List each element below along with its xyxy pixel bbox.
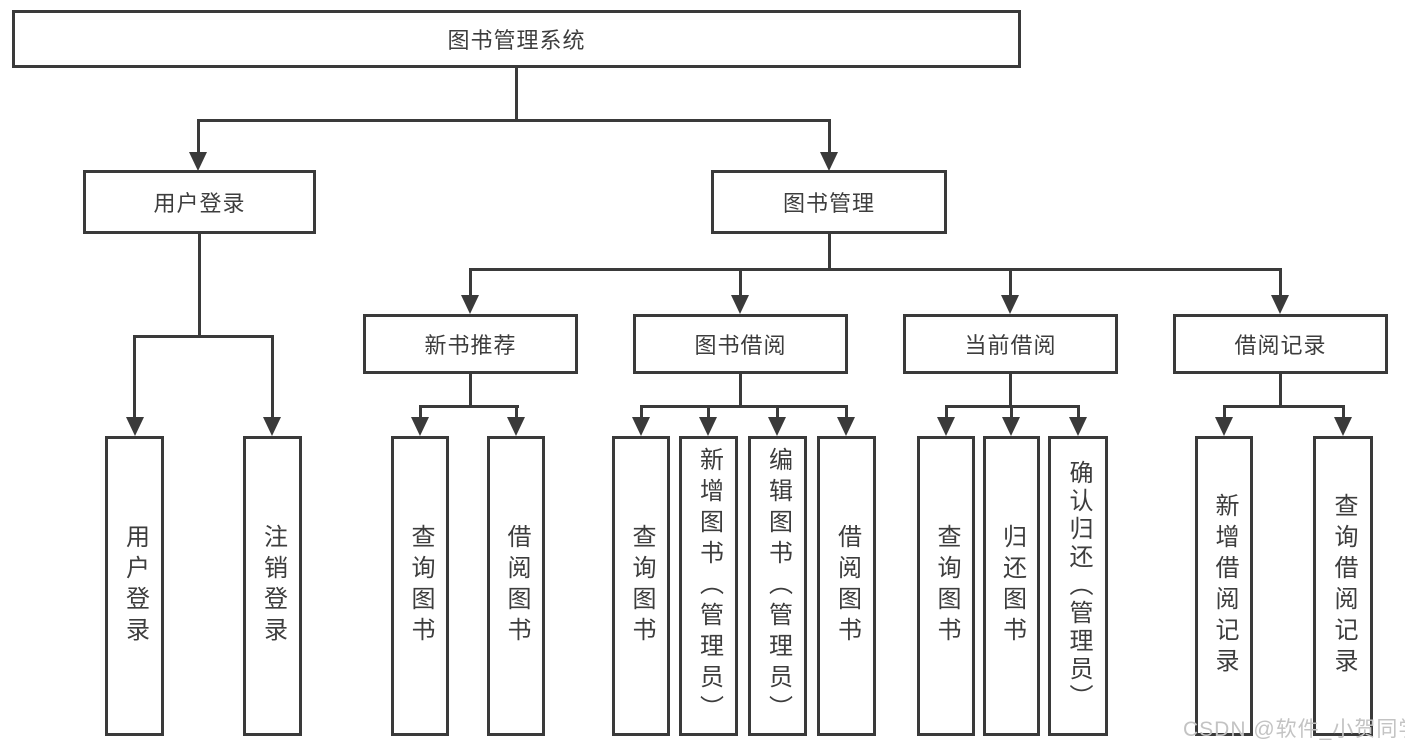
leaf-query-books-current-label: 查询图书 <box>933 524 960 648</box>
arrow-down-icon <box>632 417 650 436</box>
connector-line <box>845 405 848 419</box>
connector-line <box>1279 268 1282 298</box>
connector-line <box>1223 405 1345 408</box>
leaf-return-books: 归还图书 <box>983 436 1040 736</box>
leaf-logout: 注销登录 <box>243 436 302 736</box>
leaf-add-borrow-record: 新增借阅记录 <box>1195 436 1253 736</box>
leaf-borrow-books: 借阅图书 <box>817 436 876 736</box>
connector-line <box>469 268 472 298</box>
arrow-down-icon <box>937 417 955 436</box>
node-user-login: 用户登录 <box>83 170 316 234</box>
node-book-borrow-label: 图书借阅 <box>694 333 787 358</box>
connector-line <box>1342 405 1345 419</box>
connector-line <box>1279 374 1282 407</box>
node-borrow-records: 借阅记录 <box>1173 314 1388 374</box>
leaf-query-borrow-record-label: 查询借阅记录 <box>1330 493 1357 679</box>
arrow-down-icon <box>1069 417 1087 436</box>
connector-line <box>1077 405 1080 419</box>
leaf-add-books-admin: 新增图书（管理员） <box>679 436 738 736</box>
connector-line <box>419 405 422 419</box>
connector-line <box>776 405 779 419</box>
connector-line <box>469 374 472 407</box>
arrow-down-icon <box>1334 417 1352 436</box>
node-book-management: 图书管理 <box>711 170 947 234</box>
leaf-query-books-recommend-label: 查询图书 <box>407 524 434 648</box>
connector-line <box>739 268 742 298</box>
connector-line <box>515 66 518 122</box>
arrow-down-icon <box>699 417 717 436</box>
arrow-down-icon <box>189 152 207 171</box>
connector-line <box>828 234 831 270</box>
connector-line <box>271 335 274 420</box>
node-user-login-label: 用户登录 <box>153 191 246 216</box>
leaf-query-books-recommend: 查询图书 <box>391 436 449 736</box>
leaf-borrow-books-recommend: 借阅图书 <box>487 436 545 736</box>
node-current-borrow-label: 当前借阅 <box>964 333 1057 358</box>
arrow-down-icon <box>507 417 525 436</box>
leaf-logout-label: 注销登录 <box>259 524 287 648</box>
arrow-down-icon <box>126 417 144 436</box>
arrow-down-icon <box>411 417 429 436</box>
node-root: 图书管理系统 <box>12 10 1021 68</box>
leaf-query-books-borrow: 查询图书 <box>612 436 670 736</box>
leaf-query-books-borrow-label: 查询图书 <box>628 524 655 648</box>
leaf-borrow-books-label: 借阅图书 <box>833 524 861 648</box>
arrow-down-icon <box>263 417 281 436</box>
leaf-query-borrow-record: 查询借阅记录 <box>1313 436 1373 736</box>
leaf-confirm-return-admin: 确认归还（管理员） <box>1048 436 1108 736</box>
connector-line <box>640 405 848 408</box>
leaf-add-books-admin-label: 新增图书（管理员） <box>695 446 723 726</box>
connector-line <box>419 405 519 408</box>
connector-line <box>515 405 518 419</box>
connector-line <box>828 119 831 153</box>
leaf-borrow-books-recommend-label: 借阅图书 <box>503 524 530 648</box>
connector-line <box>133 335 274 338</box>
leaf-confirm-return-admin-label: 确认归还（管理员） <box>1065 460 1092 712</box>
node-borrow-records-label: 借阅记录 <box>1234 333 1327 358</box>
connector-line <box>197 119 200 153</box>
connector-line <box>739 374 742 407</box>
connector-line <box>133 335 136 420</box>
arrow-down-icon <box>1215 417 1233 436</box>
leaf-query-books-current: 查询图书 <box>917 436 975 736</box>
node-root-label: 图书管理系统 <box>447 28 586 53</box>
node-book-management-label: 图书管理 <box>782 191 875 216</box>
arrow-down-icon <box>1002 417 1020 436</box>
arrow-down-icon <box>731 295 749 314</box>
connector-line <box>1223 405 1226 419</box>
connector-line <box>469 268 1282 271</box>
arrow-down-icon <box>820 152 838 171</box>
connector-line <box>707 405 710 419</box>
arrow-down-icon <box>1001 295 1019 314</box>
connector-line <box>1010 405 1013 419</box>
leaf-user-login: 用户登录 <box>105 436 164 736</box>
leaf-add-borrow-record-label: 新增借阅记录 <box>1211 493 1238 679</box>
connector-line <box>1009 268 1012 298</box>
node-new-book-recommend-label: 新书推荐 <box>424 333 517 358</box>
leaf-return-books-label: 归还图书 <box>998 524 1026 648</box>
leaf-edit-books-admin-label: 编辑图书（管理员） <box>764 446 792 726</box>
connector-line <box>1009 374 1012 407</box>
csdn-watermark: CSDN @软件_小贺同学 <box>1183 718 1405 741</box>
arrow-down-icon <box>1271 295 1289 314</box>
node-current-borrow: 当前借阅 <box>903 314 1118 374</box>
leaf-edit-books-admin: 编辑图书（管理员） <box>748 436 807 736</box>
arrow-down-icon <box>461 295 479 314</box>
connector-line <box>640 405 643 419</box>
connector-line <box>197 119 831 122</box>
arrow-down-icon <box>768 417 786 436</box>
arrow-down-icon <box>837 417 855 436</box>
connector-line <box>198 234 201 337</box>
node-new-book-recommend: 新书推荐 <box>363 314 578 374</box>
connector-line <box>945 405 948 419</box>
node-book-borrow: 图书借阅 <box>633 314 848 374</box>
leaf-user-login-label: 用户登录 <box>121 524 149 648</box>
